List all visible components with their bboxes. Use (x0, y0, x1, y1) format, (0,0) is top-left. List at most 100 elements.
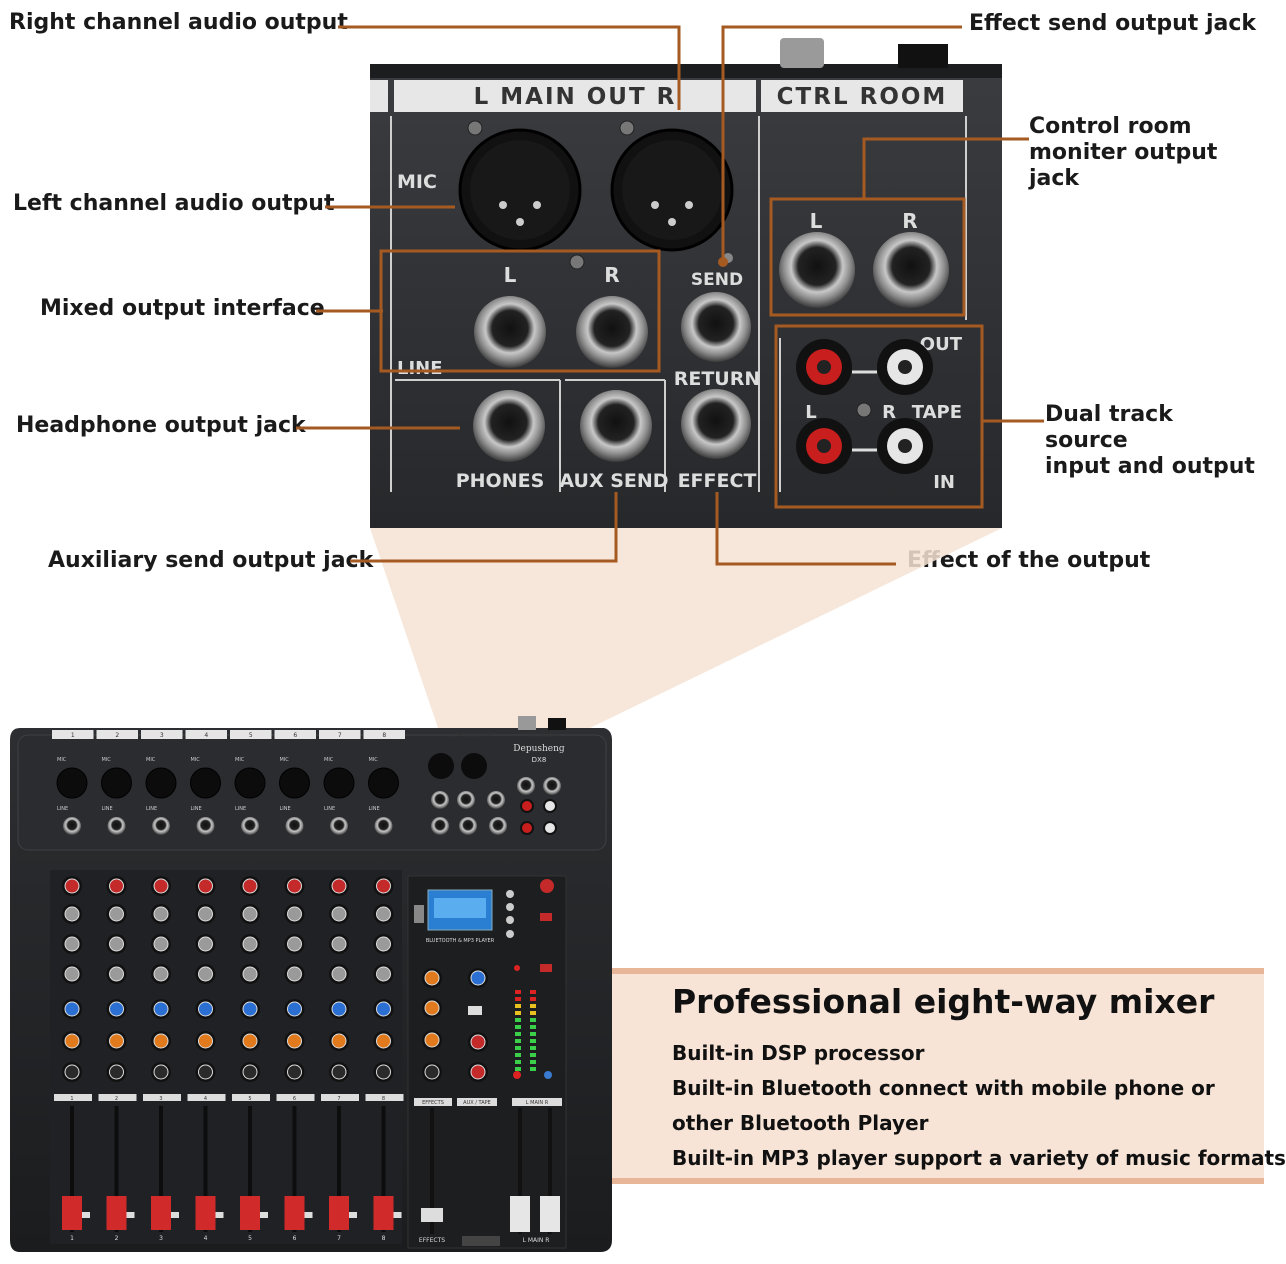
line-mini-label: LINE (324, 806, 335, 812)
knob (287, 936, 302, 952)
master-knob (470, 1034, 486, 1050)
knob (109, 1033, 124, 1049)
aux-tape-plate (457, 1098, 497, 1106)
master-knob (424, 1032, 440, 1048)
knob (64, 1001, 80, 1017)
knob (153, 906, 169, 922)
callout-mixed-output: Mixed output interface (40, 296, 325, 321)
strip-bottom-number: 8 (382, 1235, 386, 1242)
mix-l-label: L (504, 263, 517, 287)
tape-label: TAPE (912, 402, 962, 423)
phantom-switch (540, 964, 552, 972)
callout-aux-send: Auxiliary send output jack (48, 548, 374, 573)
send-label: SEND (691, 270, 743, 290)
knob (109, 1064, 124, 1080)
channel-header-plate (141, 730, 183, 739)
line-mini-label: LINE (191, 806, 202, 812)
zoom-panel-top-edge (370, 64, 1002, 78)
leader-dot (718, 257, 728, 267)
master-knob (424, 970, 440, 986)
tape-r-label: R (882, 402, 896, 423)
fader-cap (329, 1196, 349, 1230)
callout-dual-track: Dual track source input and output (1045, 402, 1261, 480)
knob (64, 1033, 80, 1049)
ctrl-r-label: R (902, 209, 917, 233)
pfl-button (349, 1212, 357, 1218)
mini-xlr-out (461, 753, 487, 779)
mini-jack (487, 791, 505, 809)
mic-mini-label: MIC (146, 757, 156, 763)
knob (198, 1033, 213, 1049)
xlr-input-jack (145, 767, 177, 799)
mixer-ctrl-room-mini: CTRL ROOM (522, 732, 558, 739)
led-meter (513, 965, 552, 1079)
knob (198, 878, 213, 894)
leader-aux-send (350, 492, 618, 563)
line-mini-label: LINE (57, 806, 68, 812)
strip-bottom-number: 7 (337, 1235, 341, 1242)
line-input-jack (374, 817, 393, 835)
phones-jack (473, 390, 545, 462)
mini-xlr-out (428, 753, 454, 779)
led-segment (515, 1053, 521, 1057)
description-band (612, 968, 1264, 1184)
led-segment (530, 1060, 536, 1064)
strip-number-plate (143, 1094, 181, 1101)
strip-number: 1 (70, 1096, 73, 1102)
strip-number: 7 (337, 1096, 340, 1102)
line-mini-label: LINE (235, 806, 246, 812)
pfl-led (513, 1071, 521, 1079)
knob (242, 1033, 258, 1049)
line-input-jack (152, 817, 170, 835)
knob (376, 1064, 391, 1080)
knob (109, 878, 124, 894)
led-segment (530, 1004, 536, 1008)
return-label: RETURN (674, 368, 761, 390)
strip-number-plate (321, 1094, 359, 1101)
knob (153, 966, 169, 982)
tape-l-label: L (805, 402, 816, 423)
mix-out-l-jack (474, 296, 546, 368)
knob (376, 1001, 391, 1017)
knob (198, 1064, 213, 1080)
main-plate-label: L MAIN R (526, 1100, 549, 1106)
channel-number: 3 (160, 732, 164, 739)
xlr-input-jack (234, 767, 266, 799)
mic-label: MIC (397, 171, 437, 193)
knob (198, 1001, 213, 1017)
phones-label: PHONES (456, 470, 545, 492)
knob (64, 936, 80, 952)
pfl-button (260, 1212, 268, 1218)
channel-number: 5 (249, 732, 253, 739)
feature-item: other Bluetooth Player (672, 1111, 929, 1135)
channel-number: 1 (71, 732, 75, 739)
xlr-left-connector (458, 120, 582, 252)
led-segment (530, 1046, 536, 1050)
strip-number: 4 (204, 1096, 207, 1102)
mini-jack (517, 777, 535, 795)
channel-number: 8 (382, 732, 386, 739)
xlr-input-jack (323, 767, 355, 799)
strip-number: 8 (382, 1096, 385, 1102)
knob (64, 1064, 80, 1080)
knob (198, 966, 213, 982)
knob (376, 936, 391, 952)
led-segment (530, 1018, 536, 1022)
mic-mini-label: MIC (280, 757, 290, 763)
top-jack-housing (780, 38, 824, 68)
channel-number: 2 (115, 732, 119, 739)
led-segment (530, 1053, 536, 1057)
xlr-right-connector (610, 120, 734, 252)
knob (331, 1033, 347, 1049)
line-input-jack (285, 817, 304, 835)
led-segment (515, 1011, 521, 1015)
leader-right-channel (338, 25, 681, 110)
knob (376, 906, 391, 922)
xlr-input-jack (279, 767, 310, 799)
mini-jack (431, 817, 449, 835)
line-mini-label: LINE (102, 806, 113, 812)
strip-bottom-number: 6 (293, 1235, 297, 1242)
fader-track (159, 1106, 163, 1232)
